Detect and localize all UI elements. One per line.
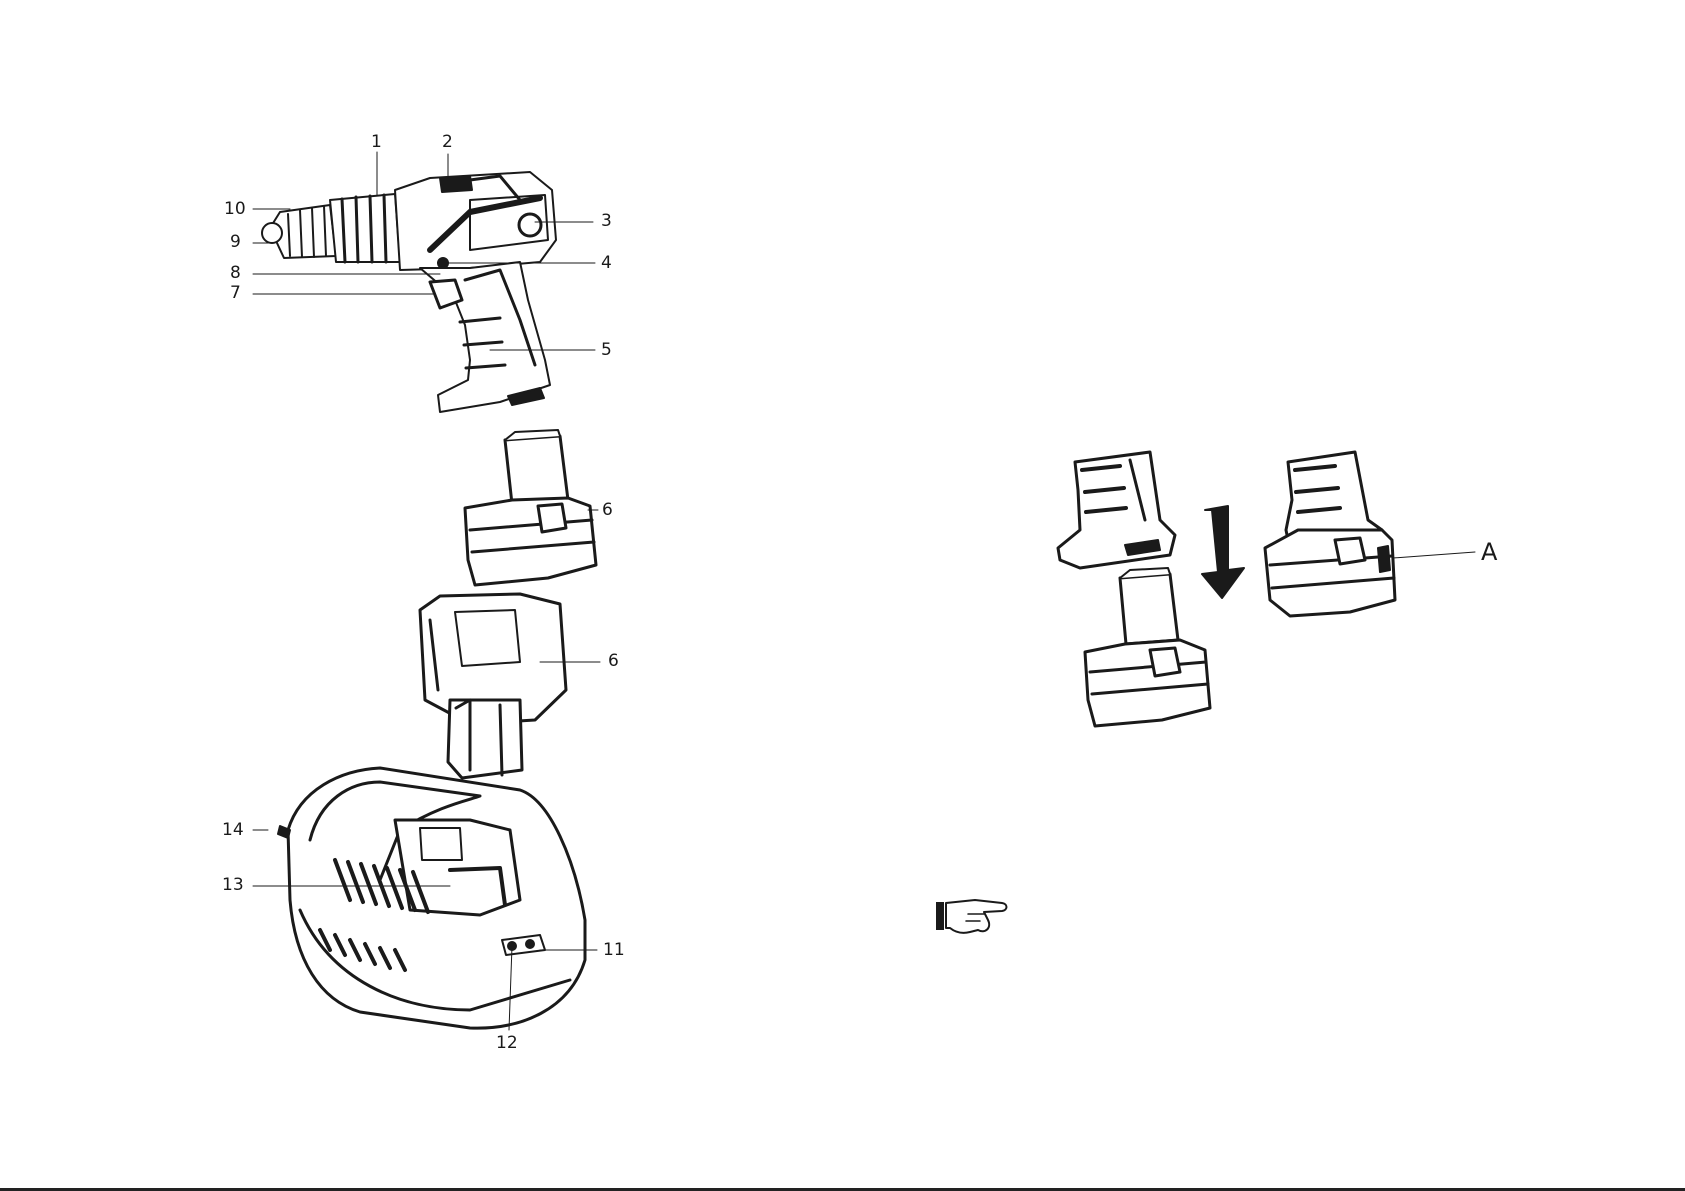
callout-a: A [1481, 540, 1497, 564]
down-arrow-icon [1202, 506, 1244, 598]
drill-handle-empty [1058, 452, 1175, 568]
drill-handle-with-battery [1265, 452, 1475, 616]
pointing-hand-icon [936, 900, 1007, 933]
battery-pack-inserting [1085, 568, 1210, 726]
